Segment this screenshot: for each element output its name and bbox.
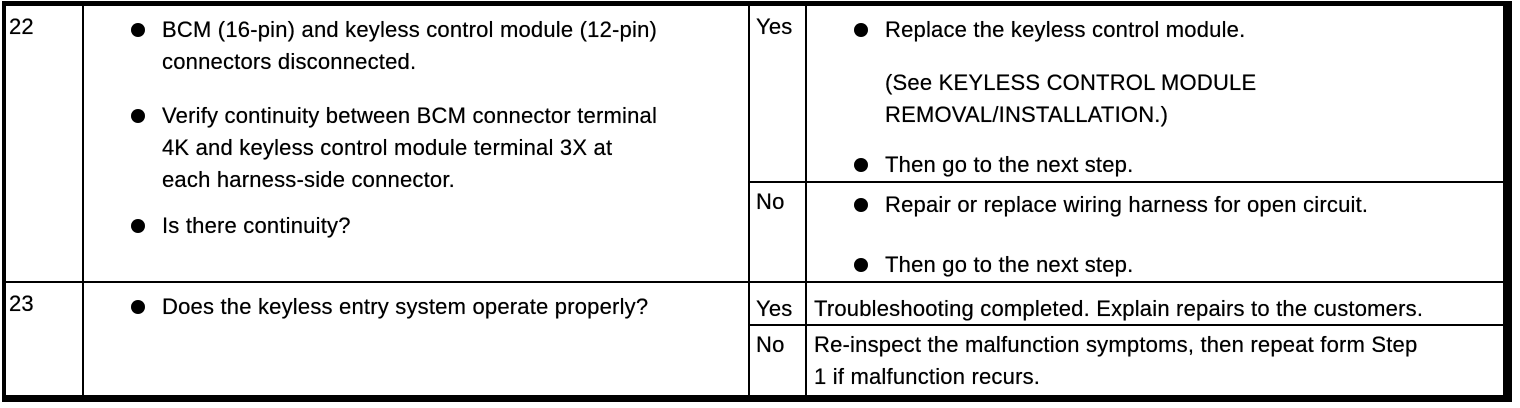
bullet-icon	[854, 198, 868, 212]
yes-label-cell: Yes	[750, 6, 807, 181]
action-item: Then go to the next step.	[807, 249, 1503, 281]
inspection-item: Is there continuity?	[84, 210, 748, 242]
yes-branch-row: Yes Replace the keyless control module. …	[750, 6, 1503, 183]
inspection-item: Does the keyless entry system operate pr…	[84, 291, 748, 323]
inspection-item: BCM (16-pin) and keyless control module …	[84, 14, 748, 78]
bullet-icon	[131, 23, 145, 37]
yes-label-cell: Yes	[750, 283, 807, 324]
step-number-cell: 23	[6, 283, 84, 395]
step-number-cell: 22	[6, 6, 84, 281]
bullet-icon	[131, 300, 145, 314]
no-action-cell: Re-inspect the malfunction symptoms, the…	[814, 332, 1418, 389]
no-branch-row: No Repair or replace wiring harness for …	[750, 183, 1503, 281]
result-column: Yes Replace the keyless control module. …	[750, 6, 1503, 281]
bullet-icon	[854, 258, 868, 272]
yes-branch-row: Yes Troubleshooting completed. Explain r…	[750, 283, 1503, 326]
action-item: Replace the keyless control module.	[807, 14, 1503, 46]
inspection-cell: Does the keyless entry system operate pr…	[84, 283, 750, 395]
table-row-step-22: 22 BCM (16-pin) and keyless control modu…	[6, 6, 1503, 283]
bullet-icon	[854, 23, 868, 37]
inspection-item: Verify continuity between BCM connector …	[84, 100, 748, 196]
yes-label: Yes	[756, 14, 793, 39]
action-item: Then go to the next step.	[807, 149, 1503, 181]
action-item-note: (See KEYLESS CONTROL MODULE REMOVAL/INST…	[885, 70, 1257, 127]
step-number: 23	[9, 291, 34, 316]
inspection-cell: BCM (16-pin) and keyless control module …	[84, 6, 750, 281]
bullet-icon	[854, 158, 868, 172]
yes-action-cell: Replace the keyless control module. (See…	[807, 6, 1503, 181]
no-label-cell: No	[750, 326, 807, 395]
action-item: Repair or replace wiring harness for ope…	[807, 189, 1503, 221]
bullet-icon	[131, 109, 145, 123]
yes-label: Yes	[756, 296, 793, 321]
yes-action-cell: Troubleshooting completed. Explain repai…	[814, 296, 1424, 321]
no-branch-row: No Re-inspect the malfunction symptoms, …	[750, 326, 1503, 395]
no-label: No	[756, 189, 785, 214]
result-column: Yes Troubleshooting completed. Explain r…	[750, 283, 1503, 395]
table-row-step-23: 23 Does the keyless entry system operate…	[6, 283, 1503, 395]
no-label: No	[756, 332, 785, 357]
troubleshooting-table: 22 BCM (16-pin) and keyless control modu…	[2, 1, 1512, 402]
bullet-icon	[131, 219, 145, 233]
step-number: 22	[9, 14, 34, 39]
no-label-cell: No	[750, 183, 807, 281]
no-action-cell: Repair or replace wiring harness for ope…	[807, 183, 1503, 281]
